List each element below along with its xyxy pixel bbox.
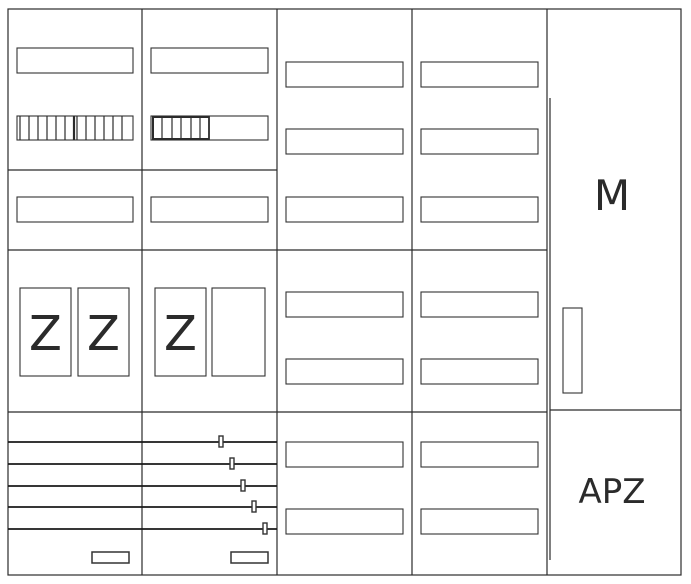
din-rail-slot <box>420 291 539 318</box>
busbar-terminal <box>251 500 257 513</box>
din-rail-slot <box>285 441 404 468</box>
terminal-block <box>91 551 130 564</box>
din-rail-slot <box>285 358 404 385</box>
breaker-modules <box>19 116 123 140</box>
terminal-block <box>230 551 269 564</box>
din-rail-slot <box>150 196 269 223</box>
din-rail-slot <box>420 358 539 385</box>
din-rail-slot <box>285 128 404 155</box>
meter-symbol: Z <box>29 306 62 362</box>
meter-box-1 <box>19 287 72 377</box>
meter-box-empty <box>211 287 266 377</box>
meter-box-2 <box>77 287 130 377</box>
din-rail-slot <box>285 291 404 318</box>
din-rail-slot <box>420 61 539 88</box>
multimedia-label: M <box>594 171 630 220</box>
din-rail-slot <box>420 441 539 468</box>
din-rail-slot <box>285 508 404 535</box>
meter-symbol: Z <box>87 306 120 362</box>
breaker-modules <box>152 116 210 140</box>
din-rail-slot <box>16 47 134 74</box>
busbar-terminal <box>262 522 268 535</box>
din-rail-slot <box>16 196 134 223</box>
din-rail-slot <box>150 47 269 74</box>
busbar-terminal <box>218 435 224 448</box>
busbar-terminal <box>229 457 235 470</box>
din-rail-slot <box>420 128 539 155</box>
meter-symbol: Z <box>164 306 197 362</box>
din-rail-slot <box>285 61 404 88</box>
din-rail-slot <box>420 508 539 535</box>
din-rail-slot <box>285 196 404 223</box>
meter-box-3 <box>154 287 207 377</box>
socket-strip <box>562 307 583 394</box>
busbar-terminal <box>240 479 246 492</box>
apz-label: APZ <box>578 472 645 512</box>
din-rail-slot <box>420 196 539 223</box>
cabinet-frame <box>7 8 682 576</box>
